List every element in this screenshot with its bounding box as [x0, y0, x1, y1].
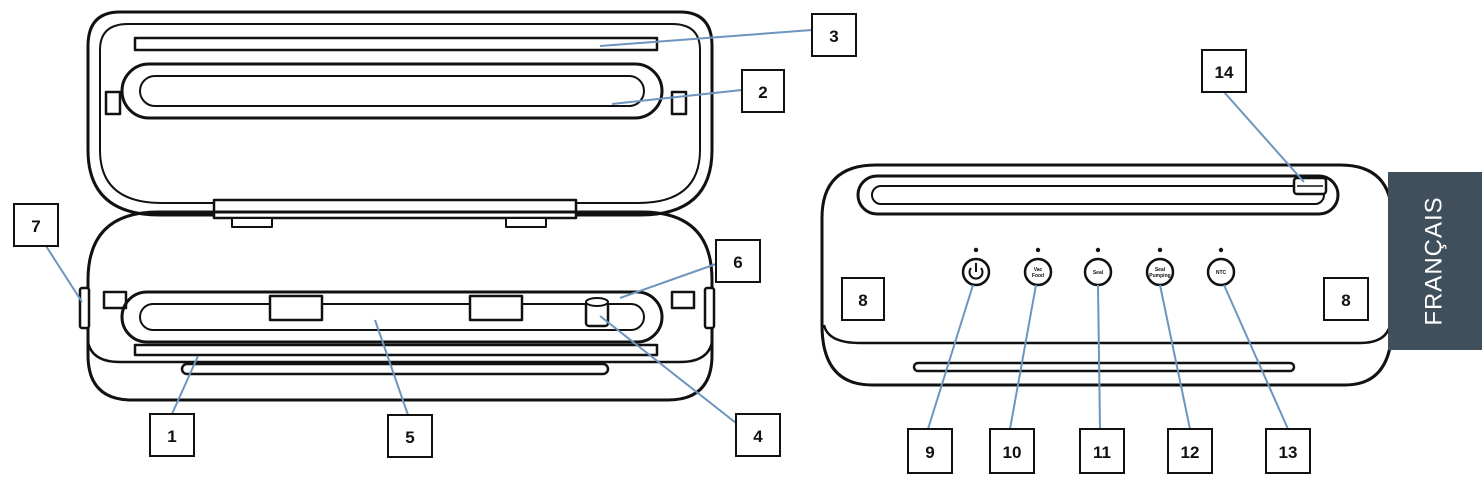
callout-14: 14 — [1215, 63, 1234, 82]
power-button — [961, 257, 991, 287]
vac-food-button — [1023, 257, 1053, 287]
closed-front-line — [822, 324, 1392, 345]
callout-5: 5 — [405, 428, 414, 447]
hinge-bar — [212, 198, 578, 220]
top-slot-outer — [856, 174, 1340, 216]
callout-7: 7 — [31, 217, 40, 236]
base-outline — [86, 210, 714, 402]
front-slot — [180, 362, 610, 376]
callout-8-left: 8 — [858, 291, 867, 310]
callout-6: 6 — [733, 253, 742, 272]
callout-12: 12 — [1181, 443, 1200, 462]
upper-gasket-inner — [139, 75, 645, 107]
language-tab: FRANÇAIS — [1388, 172, 1482, 350]
language-tab-label: FRANÇAIS — [1421, 196, 1449, 326]
closed-body-outline — [820, 163, 1394, 387]
closed-machine-illustration — [820, 163, 1394, 387]
clamp-right — [468, 294, 524, 322]
seal-pumping-label-line1: Seal — [1155, 267, 1166, 273]
hinge-tab-left — [231, 217, 273, 228]
base-bottom-strip — [133, 343, 659, 357]
hinge-tab-right — [505, 217, 547, 228]
ntc-label: NTC — [1216, 270, 1227, 276]
callout-boxes — [13, 13, 1369, 474]
callout-4: 4 — [753, 427, 763, 446]
leader-lines — [45, 29, 1305, 430]
lid-top-strip — [133, 36, 659, 52]
callout-10: 10 — [1003, 443, 1022, 462]
lid-outline — [86, 10, 714, 217]
vac-food-label-line1: Vac — [1034, 267, 1043, 273]
callout-9: 9 — [925, 443, 934, 462]
callout-3: 3 — [829, 27, 838, 46]
callout-11: 11 — [1093, 443, 1111, 462]
top-slot-inner — [871, 185, 1325, 205]
lower-gasket-inner — [139, 303, 645, 331]
base-clip-right — [670, 290, 696, 310]
base-front-line — [86, 341, 714, 364]
side-latch-right — [703, 286, 716, 330]
callout-2: 2 — [758, 83, 767, 102]
callout-13: 13 — [1279, 443, 1298, 462]
side-latch-left — [78, 286, 91, 330]
base-clip-left — [102, 290, 128, 310]
lid-clip-right — [670, 90, 688, 116]
open-machine-illustration — [78, 10, 716, 402]
seal-label: Seal — [1093, 270, 1104, 276]
closed-front-slot — [912, 361, 1296, 373]
upper-gasket-outer — [120, 62, 664, 120]
lid-clip-left — [104, 90, 122, 116]
callout-8-right: 8 — [1341, 291, 1350, 310]
lid-inner-edge — [99, 23, 701, 204]
power-icon — [968, 263, 984, 280]
seal-pumping-label-line2: Pumping — [1149, 273, 1170, 279]
clamp-left — [268, 294, 324, 322]
lower-gasket-outer — [120, 290, 664, 344]
vac-food-label-line2: Food — [1032, 273, 1044, 279]
indicator-dots — [973, 247, 1224, 253]
cutter-top — [585, 297, 609, 307]
callout-1: 1 — [167, 427, 176, 446]
ntc-button — [1206, 257, 1236, 287]
